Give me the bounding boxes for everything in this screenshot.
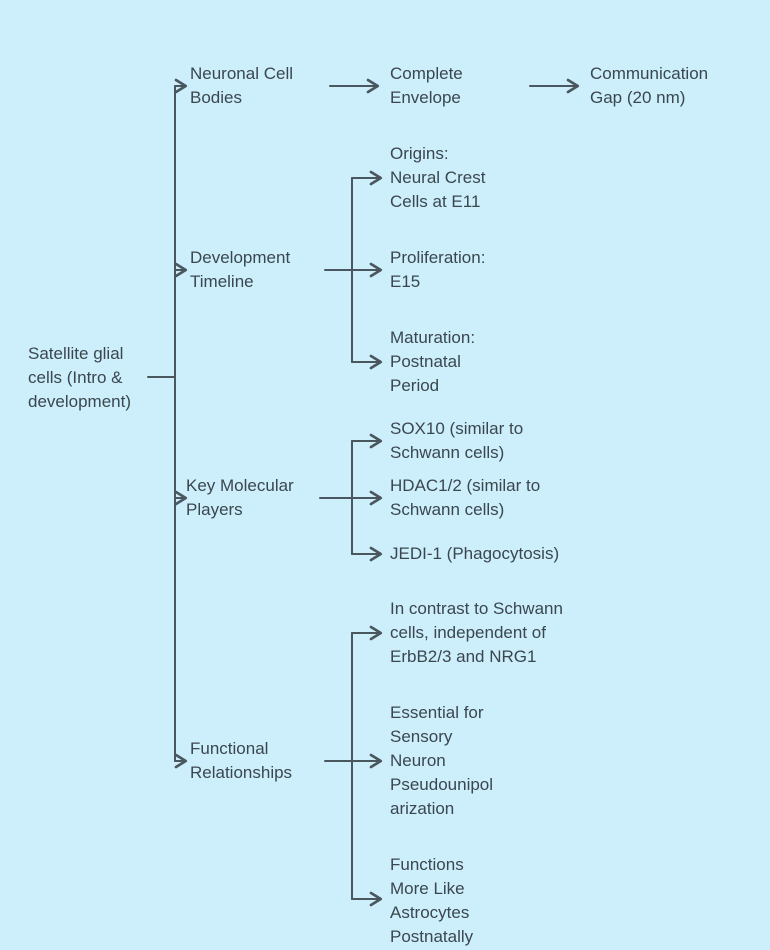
node-contrast-schwann-independent: In contrast to Schwann cells, independen… [390,599,563,666]
node-proliferation-e15: Proliferation: E15 [390,248,486,291]
branch-development-timeline: Development Timeline [190,248,291,291]
node-complete-envelope: Complete Envelope [390,64,463,107]
node-communication-gap: Communication Gap (20 nm) [590,64,709,107]
node-hdac12: HDAC1/2 (similar to Schwann cells) [390,476,541,519]
node-functions-like-astrocytes: Functions More Like Astrocytes Postnatal… [390,855,474,946]
branch-neuronal-cell-bodies: Neuronal Cell Bodies [190,64,293,107]
node-jedi1: JEDI-1 (Phagocytosis) [390,544,560,563]
branch-functional-relationships: Functional Relationships [190,739,293,782]
root-node: Satellite glial cells (Intro & developme… [28,344,132,411]
node-maturation-postnatal: Maturation: Postnatal Period [390,328,476,395]
node-sox10: SOX10 (similar to Schwann cells) [390,419,524,462]
node-origins-neural-crest: Origins: Neural Crest Cells at E11 [390,144,486,211]
branch-key-molecular-players: Key Molecular Players [186,476,294,519]
node-essential-pseudounipolarization: Essential for Sensory Neuron Pseudounipo… [390,703,494,818]
